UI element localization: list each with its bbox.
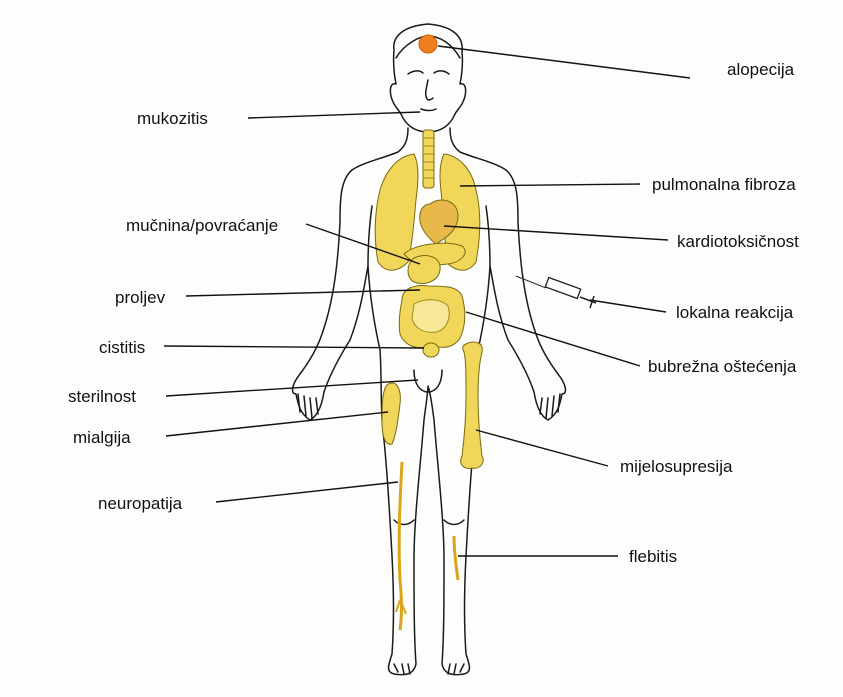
- leader-proljev: [186, 290, 420, 296]
- label-proljev: proljev: [115, 288, 166, 307]
- knee-left: [394, 520, 414, 525]
- leader-mialgija: [166, 412, 388, 436]
- eyebrow-right: [434, 71, 449, 74]
- label-bubrezna-ostecenja: bubrežna oštećenja: [648, 357, 797, 376]
- label-mukozitis: mukozitis: [137, 109, 208, 128]
- leader-pulmonalna: [460, 184, 640, 186]
- leader-mijelosupresija: [476, 430, 608, 466]
- label-mialgija: mialgija: [73, 428, 131, 447]
- label-mijelosupresija: mijelosupresija: [620, 457, 733, 476]
- leader-bubrezna: [466, 312, 640, 366]
- foot-right: [448, 664, 464, 674]
- bladder: [423, 343, 439, 357]
- small-intestine: [412, 300, 449, 333]
- leader-cistitis: [164, 346, 424, 348]
- eyebrow-left: [408, 71, 423, 74]
- knee-right: [444, 520, 464, 525]
- stomach: [408, 256, 440, 284]
- label-mucnina-povracanje: mučnina/povraćanje: [126, 216, 278, 235]
- hand-left-fingers: [298, 394, 318, 418]
- armpit-right: [486, 206, 490, 266]
- label-kardiotoksicnost: kardiotoksičnost: [677, 232, 799, 251]
- foot-left: [394, 664, 410, 674]
- leader-sterilnost: [166, 380, 418, 396]
- label-flebitis: flebitis: [629, 547, 677, 566]
- armpit-left: [368, 206, 372, 266]
- nose: [426, 80, 433, 100]
- leader-alopecija: [438, 46, 690, 78]
- label-lokalna-reakcija: lokalna reakcija: [676, 303, 794, 322]
- hand-right-fingers: [540, 394, 560, 418]
- trachea: [423, 130, 434, 188]
- leader-neuropatija: [216, 482, 398, 502]
- alopecia-spot: [419, 35, 437, 53]
- mouth: [421, 109, 436, 111]
- label-neuropatija: neuropatija: [98, 494, 183, 513]
- femur: [461, 342, 484, 468]
- label-pulmonalna-fibroza: pulmonalna fibroza: [652, 175, 796, 194]
- label-cistitis: cistitis: [99, 338, 145, 357]
- thigh-muscle: [382, 383, 400, 444]
- label-sterilnost: sterilnost: [68, 387, 136, 406]
- leader-lokalna: [590, 300, 666, 312]
- leader-mukozitis: [248, 112, 420, 118]
- label-alopecija: alopecija: [727, 60, 795, 79]
- vein: [454, 536, 458, 580]
